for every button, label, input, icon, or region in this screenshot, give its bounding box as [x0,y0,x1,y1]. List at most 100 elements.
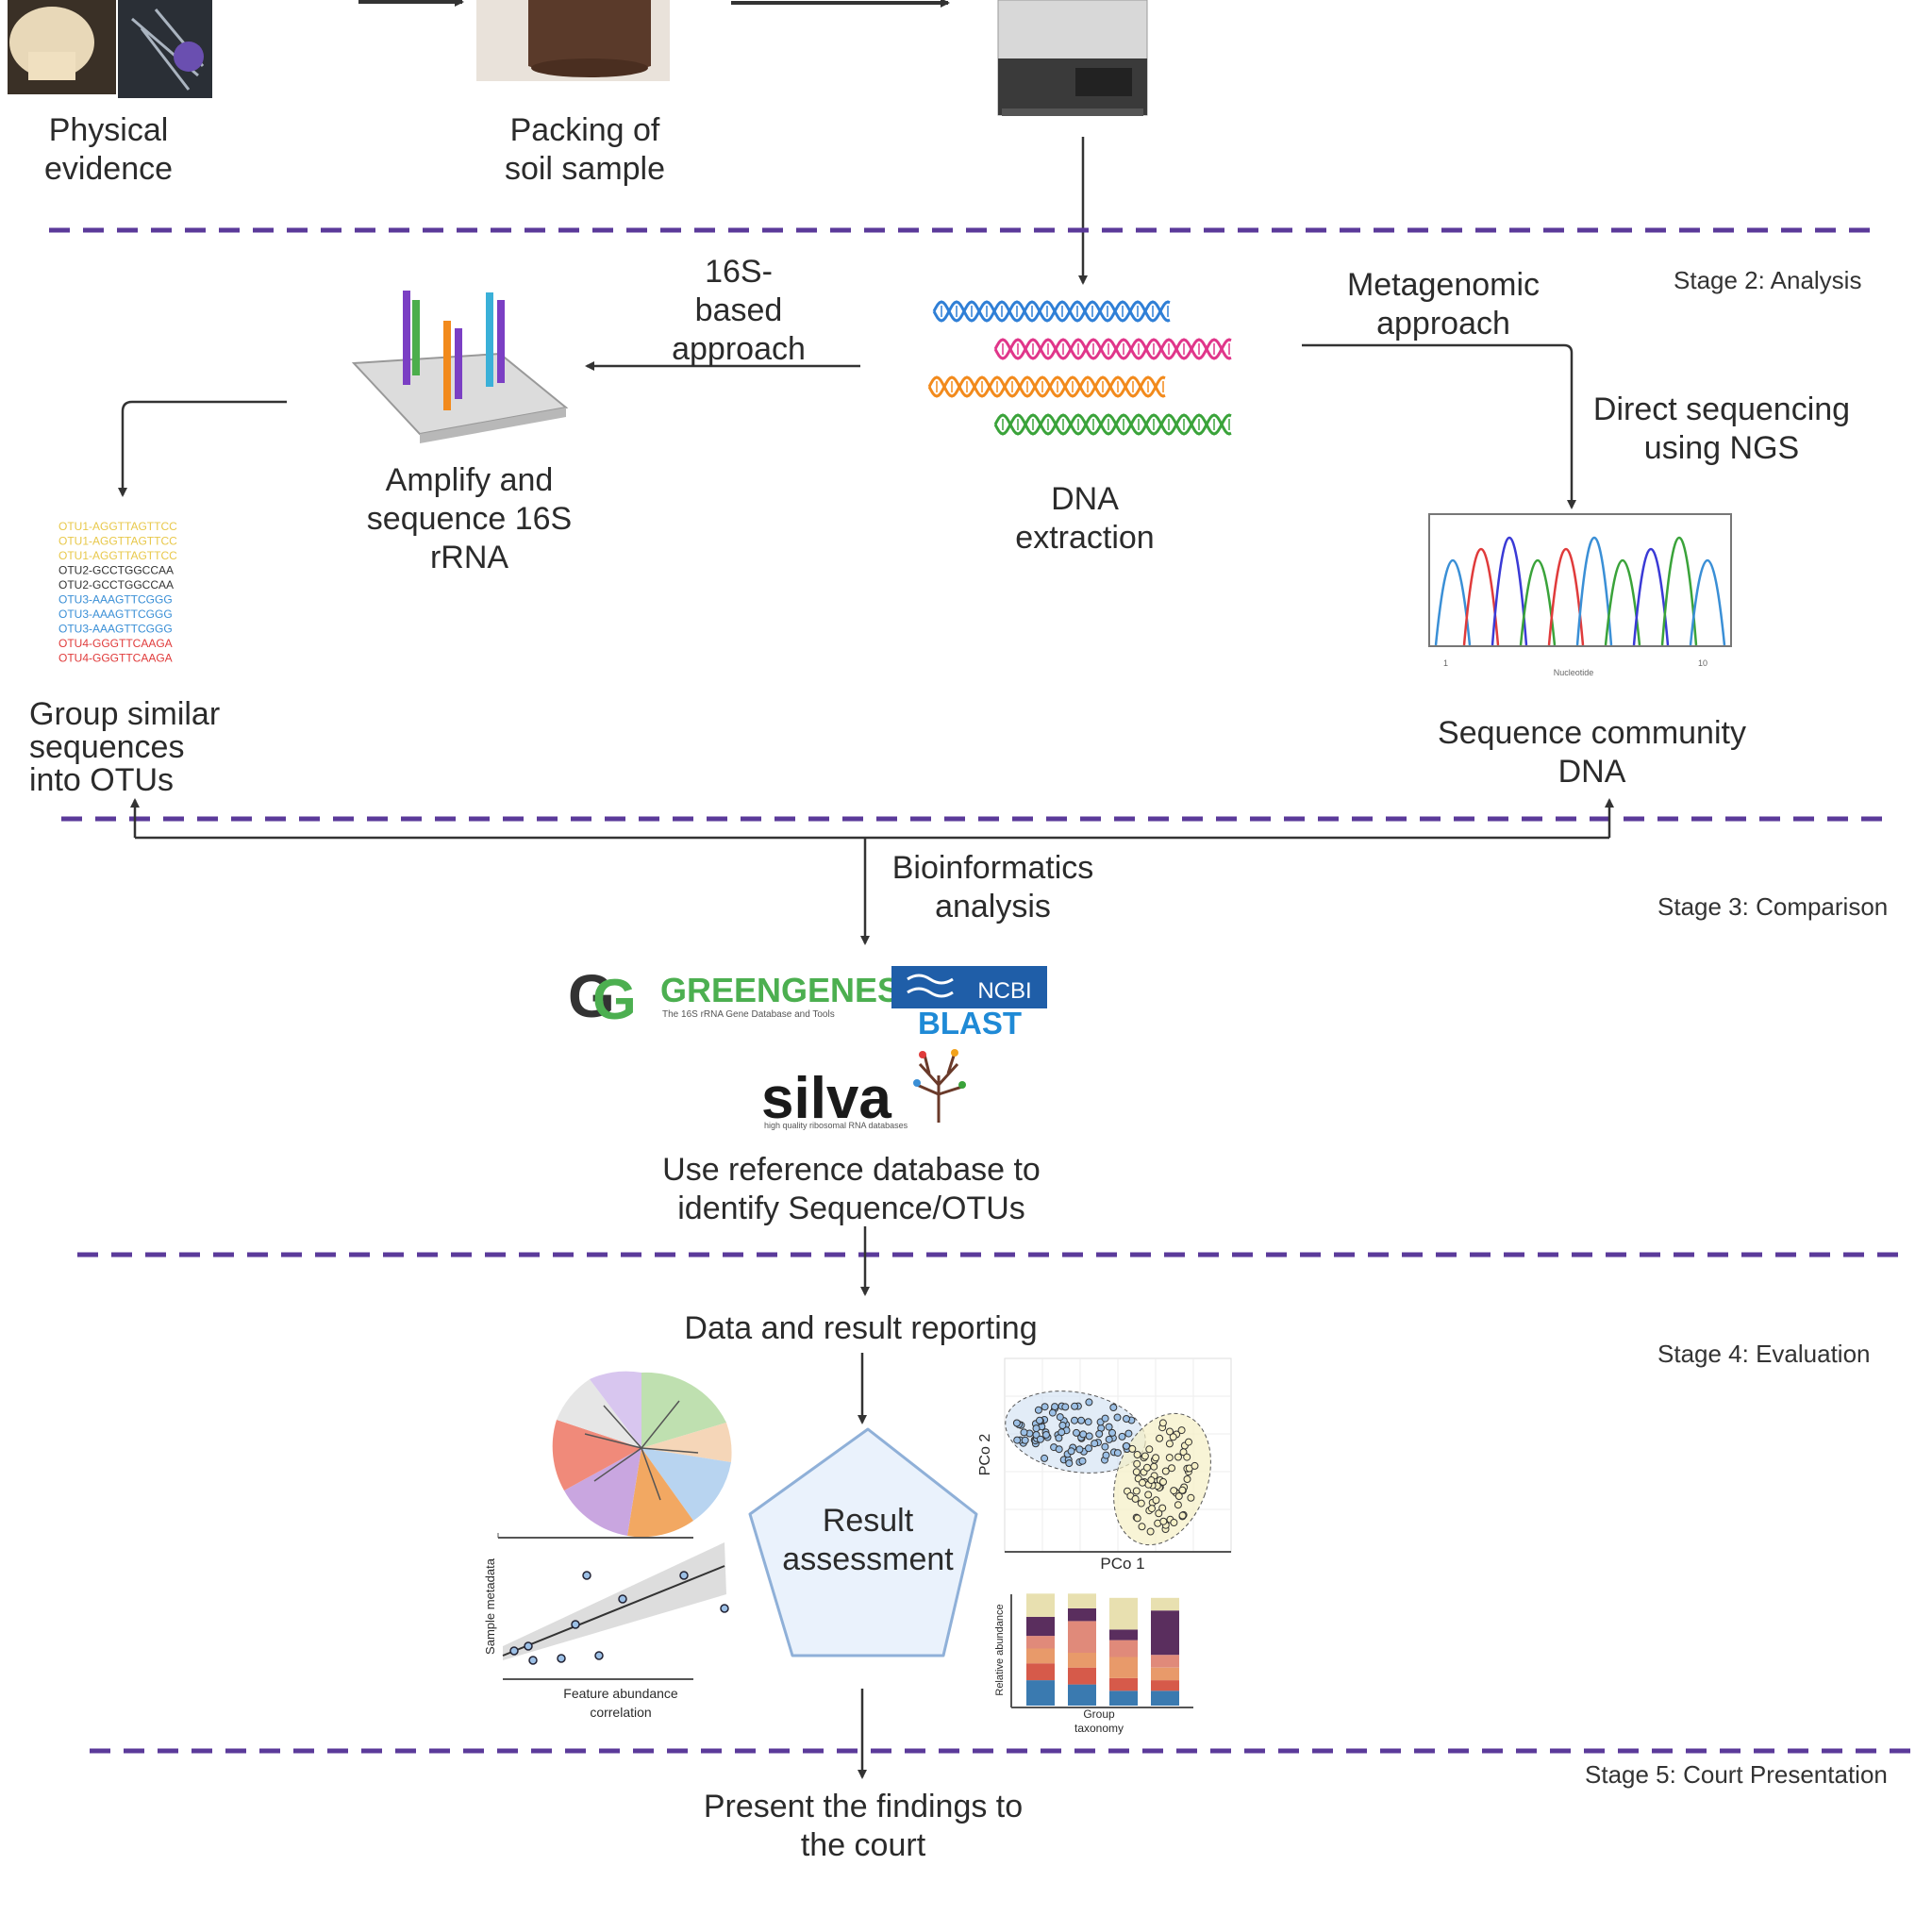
silva-subtitle: high quality ribosomal RNA databases [764,1121,908,1130]
scatter-point [1109,1404,1118,1411]
stage-5-tag: Stage 5: Court Presentation [1585,1760,1888,1789]
silva-logo: silva high quality ribosomal RNA databas… [761,1049,966,1131]
label-scatter-x: PCo 1 [1100,1555,1145,1573]
otu-sequence-list: OTU1-AGGTTAGTTCCOTU1-AGGTTAGTTCCOTU1-AGG… [58,520,177,665]
scatter-point [1174,1453,1182,1461]
label-scatter-y: PCo 2 [977,1433,993,1476]
scatter-point [1138,1523,1146,1531]
scatter-point [1020,1428,1028,1437]
blast-text: BLAST [918,1006,1022,1041]
scatter-point [1128,1444,1137,1453]
stage-3-tag: Stage 3: Comparison [1657,892,1889,921]
scatter-point [1179,1448,1188,1457]
scatter-point [1147,1476,1156,1484]
chromatogram-peak [1434,558,1472,646]
bar-segment [1151,1690,1179,1706]
soil-sample-photo [476,0,670,81]
bar-segment [1151,1597,1179,1611]
freezer-icon [997,0,1148,116]
correlation-point [618,1594,627,1604]
correlation-point [571,1620,580,1629]
greengenes-subtitle: The 16S rRNA Gene Database and Tools [662,1009,835,1020]
scatter-point [1041,1454,1049,1462]
otu-sequence: OTU3-AAAGTTCGGG [58,593,173,607]
bar-segment [1151,1610,1179,1656]
dna-strand [932,300,1171,323]
label-packing-soil: Packing of soil sample [504,112,666,187]
bar-segment [1151,1667,1179,1681]
scatter-point [1166,1427,1174,1436]
correlation-plot [497,1533,729,1680]
ncbi-text: NCBI [977,978,1031,1004]
label-dna-extraction: DNA extraction [1015,481,1155,556]
scatter-point [1105,1423,1113,1431]
scatter-point [1085,1444,1092,1453]
scatter-point [1191,1461,1199,1470]
scatter-point [1177,1426,1186,1435]
scatter-point [1101,1414,1109,1423]
scatter-point [1067,1447,1075,1456]
svg-text:G: G [592,968,637,1031]
scatter-point [1183,1475,1191,1483]
chromatogram-peak [1547,548,1585,646]
scatter-point [1084,1418,1092,1426]
dna-strand [927,375,1166,398]
label-data-reporting: Data and result reporting [684,1310,1038,1346]
scatter-point [1165,1440,1174,1448]
scatter-point [1048,1408,1057,1417]
scatter-point [1156,1434,1164,1442]
chromatogram-peak [1689,558,1726,646]
dna-strand [993,413,1232,436]
scatter-point [1042,1431,1050,1439]
scatter-point [1012,1419,1021,1427]
bar-segment [1026,1680,1055,1706]
scatter-point [1041,1403,1049,1411]
scatter-point [1101,1442,1109,1451]
scatter-point [1150,1462,1158,1471]
label-present-findings: Present the findings to the court [703,1789,1024,1863]
scatter-point [1148,1505,1156,1513]
stage-2-tag: Stage 2: Analysis [1674,266,1862,294]
label-16s-approach: 16S- based approach [672,254,806,367]
scatter-point [1170,1487,1178,1495]
scatter-point [1034,1406,1042,1414]
pcoa-scatter-plot [1004,1357,1232,1553]
scatter-point [1139,1478,1146,1487]
bar-segment [1151,1680,1179,1691]
otu-sequence: OTU1-AGGTTAGTTCC [58,535,177,548]
chromatogram-peak [1604,558,1641,646]
scatter-point [1178,1486,1187,1494]
bar-segment [1068,1593,1096,1608]
label-metagenomic-approach: Metagenomic approach [1346,267,1541,341]
scatter-point [1141,1452,1149,1460]
bar-segment [1109,1597,1138,1630]
scatter-point [1061,1403,1070,1411]
scatter-point [1078,1457,1087,1465]
bar-segment [1026,1636,1055,1649]
bar-segment [1068,1684,1096,1706]
scatter-point [1132,1487,1141,1495]
scatter-point [1168,1464,1175,1473]
chromatogram-peak [1575,536,1613,646]
correlation-point [720,1604,729,1613]
label-result-assessment: Result assessment [782,1503,954,1577]
scatter-point [1055,1434,1063,1442]
ncbi-blast-logo: NCBI BLAST [891,966,1047,1041]
scatter-point [1159,1477,1167,1486]
label-bioinformatics: Bioinformatics analysis [891,850,1094,924]
otu-sequence: OTU4-GGGTTCAAGA [58,652,173,665]
correlation-point [582,1571,591,1580]
correlation-point [528,1656,538,1665]
scatter-point [1058,1422,1067,1429]
correlation-point [557,1654,566,1663]
bar-segment [1109,1629,1138,1641]
scatter-point [1187,1493,1195,1502]
scatter-point [1021,1436,1029,1444]
otu-sequence: OTU4-GGGTTCAAGA [58,637,173,650]
scatter-point [1118,1432,1126,1441]
scatter-point [1113,1413,1122,1422]
scatter-point [1165,1454,1174,1462]
scatter-point [1158,1504,1167,1512]
scatter-point [1132,1468,1141,1476]
